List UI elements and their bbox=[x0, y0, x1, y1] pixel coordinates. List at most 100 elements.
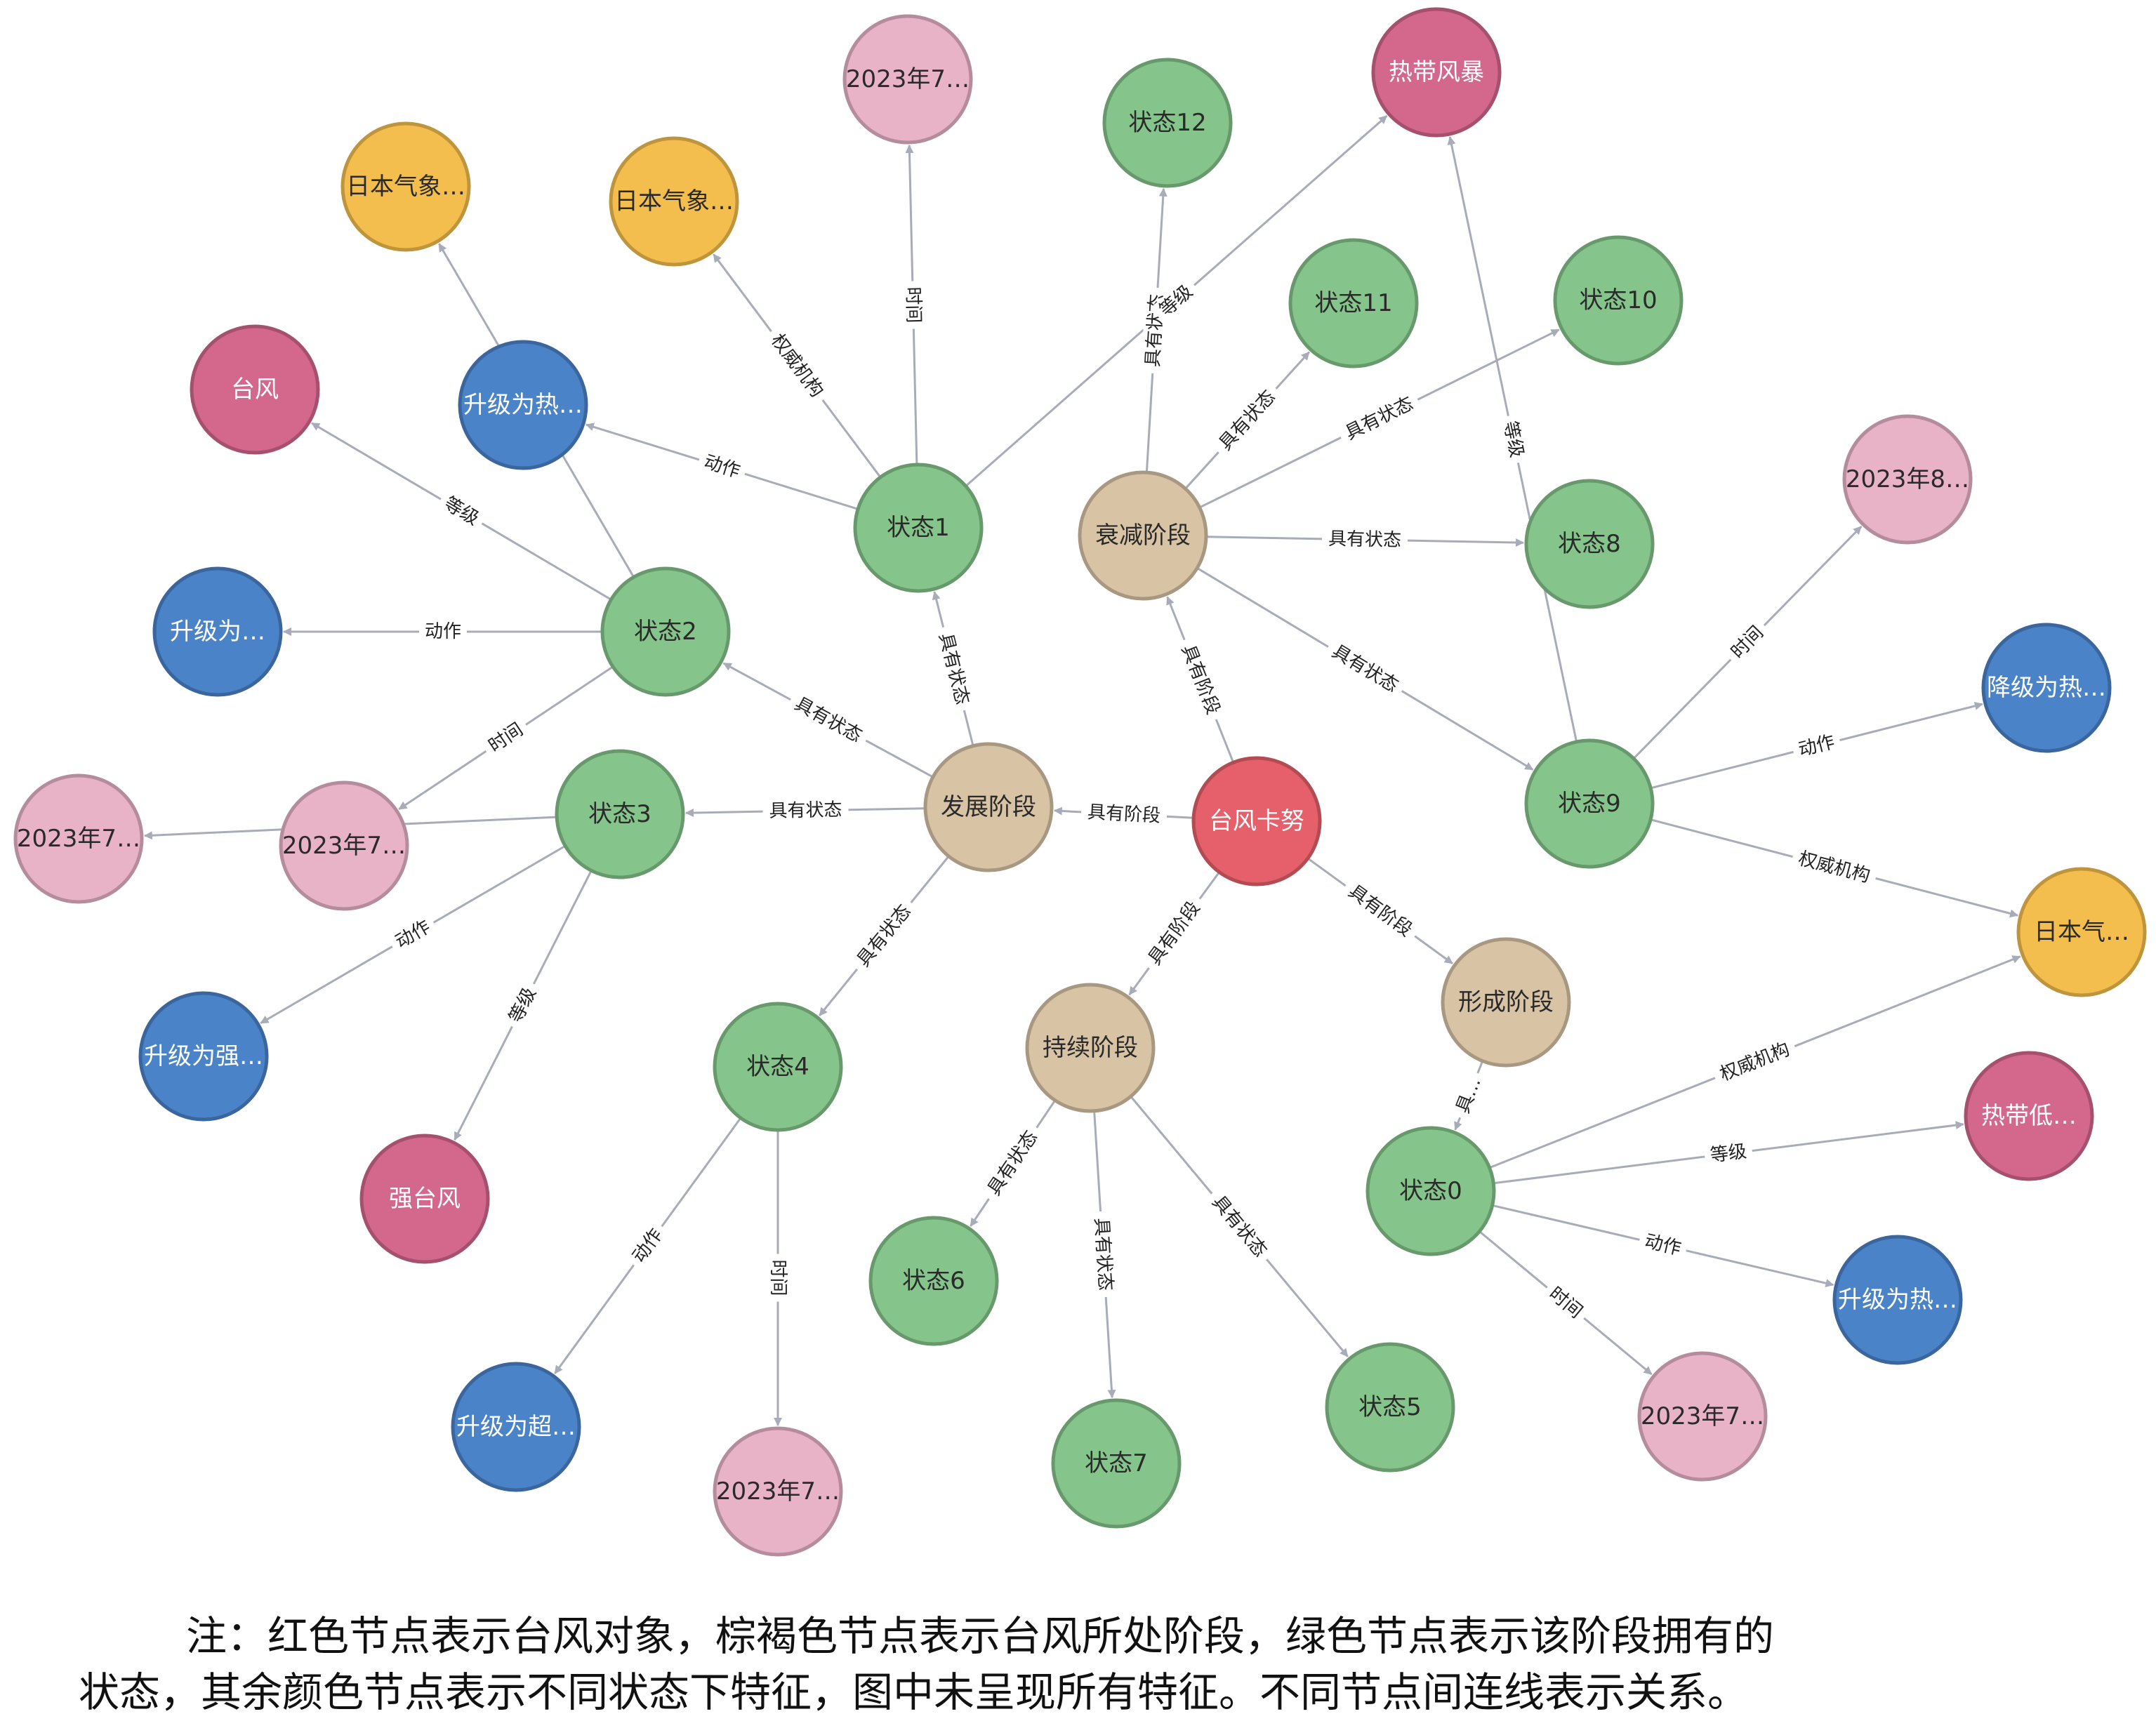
edge-label-group: 权威机构 bbox=[762, 324, 833, 408]
node-circle[interactable] bbox=[1637, 1351, 1768, 1482]
graph-node-t_s2[interactable]: 2023年7… bbox=[279, 780, 409, 911]
node-circle[interactable] bbox=[152, 566, 283, 697]
node-circle[interactable] bbox=[359, 1134, 490, 1264]
graph-node-t_s9[interactable]: 2023年8… bbox=[1842, 414, 1973, 545]
graph-node-t_s4[interactable]: 2023年7… bbox=[713, 1426, 843, 1557]
node-circle[interactable] bbox=[1964, 1051, 2094, 1181]
graph-node-s3[interactable]: 状态3 bbox=[555, 749, 685, 879]
node-circle[interactable] bbox=[853, 463, 984, 593]
graph-node-typhoon[interactable]: 台风卡努 bbox=[1191, 756, 1322, 886]
edge-label: 等级 bbox=[1709, 1141, 1747, 1167]
node-circle[interactable] bbox=[1524, 738, 1655, 869]
node-label: 日本气… bbox=[2034, 918, 2129, 946]
graph-node-gr_typhoon[interactable]: 台风 bbox=[190, 324, 320, 455]
node-circle[interactable] bbox=[1553, 235, 1684, 366]
node-circle[interactable] bbox=[1288, 238, 1419, 368]
node-circle[interactable] bbox=[1441, 937, 1571, 1068]
graph-node-gr_storm[interactable]: 热带风暴 bbox=[1371, 7, 1502, 138]
node-circle[interactable] bbox=[842, 14, 973, 145]
node-circle[interactable] bbox=[458, 340, 588, 470]
graph-node-s6[interactable]: 状态6 bbox=[868, 1216, 999, 1346]
graph-node-s12[interactable]: 状态12 bbox=[1102, 58, 1233, 188]
node-circle[interactable] bbox=[340, 121, 471, 252]
node-circle[interactable] bbox=[1102, 58, 1233, 188]
node-circle[interactable] bbox=[279, 780, 409, 911]
graph-node-s9[interactable]: 状态9 bbox=[1524, 738, 1655, 869]
graph-node-s7[interactable]: 状态7 bbox=[1051, 1398, 1182, 1529]
graph-node-ac_s0[interactable]: 升级为热… bbox=[1832, 1235, 1963, 1365]
node-label: 强台风 bbox=[389, 1185, 461, 1213]
edge-label-group: 具有状态 bbox=[1322, 636, 1408, 701]
graph-node-ag_s2[interactable]: 日本气象… bbox=[340, 121, 471, 252]
node-label: 状态5 bbox=[1358, 1393, 1422, 1421]
node-circle[interactable] bbox=[1832, 1235, 1963, 1365]
node-circle[interactable] bbox=[1191, 756, 1322, 886]
graph-node-s2[interactable]: 状态2 bbox=[600, 566, 731, 697]
graph-node-s10[interactable]: 状态10 bbox=[1553, 235, 1684, 366]
edge-label-background bbox=[1173, 635, 1228, 724]
node-circle[interactable] bbox=[13, 773, 144, 904]
node-circle[interactable] bbox=[1078, 470, 1208, 601]
edge-label-background bbox=[1790, 729, 1843, 764]
edge-label: 具有状态 bbox=[934, 631, 972, 707]
graph-node-ac_s3[interactable]: 升级为强… bbox=[138, 991, 269, 1122]
node-circle[interactable] bbox=[1371, 7, 1502, 138]
node-circle[interactable] bbox=[1842, 414, 1973, 545]
edge-label-background bbox=[762, 797, 849, 824]
edge-label: 具有状态 bbox=[1208, 1192, 1271, 1261]
graph-node-s0[interactable]: 状态0 bbox=[1365, 1126, 1496, 1256]
node-circle[interactable] bbox=[1981, 623, 2112, 753]
graph-node-s11[interactable]: 状态11 bbox=[1288, 238, 1419, 368]
graph-node-stage_decay[interactable]: 衰减阶段 bbox=[1078, 470, 1208, 601]
node-circle[interactable] bbox=[923, 742, 1054, 872]
node-circle[interactable] bbox=[451, 1362, 581, 1492]
edge-label-background bbox=[1790, 845, 1879, 890]
graph-node-t_s0[interactable]: 2023年7… bbox=[1637, 1351, 1768, 1482]
graph-node-s4[interactable]: 状态4 bbox=[713, 1002, 843, 1132]
node-circle[interactable] bbox=[609, 136, 739, 267]
edge-label: 具有状态 bbox=[1328, 529, 1402, 551]
node-circle[interactable] bbox=[600, 566, 731, 697]
node-circle[interactable] bbox=[713, 1002, 843, 1132]
node-circle[interactable] bbox=[190, 324, 320, 455]
node-circle[interactable] bbox=[1365, 1126, 1496, 1256]
graph-node-s1[interactable]: 状态1 bbox=[853, 463, 984, 593]
graph-node-t_s3[interactable]: 2023年7… bbox=[13, 773, 144, 904]
graph-node-gr_low[interactable]: 热带低… bbox=[1964, 1051, 2094, 1181]
graph-node-gr_strong[interactable]: 强台风 bbox=[359, 1134, 490, 1264]
node-circle[interactable] bbox=[138, 991, 269, 1122]
graph-node-ac_s2b[interactable]: 升级为… bbox=[152, 566, 283, 697]
figure-caption: 注：红色节点表示台风对象，棕褐色节点表示台风所处阶段，绿色节点表示该阶段拥有的 … bbox=[0, 1593, 2156, 1720]
graph-node-t_s1[interactable]: 2023年7… bbox=[842, 14, 973, 145]
edge-label-group: 时间 bbox=[766, 1254, 790, 1302]
caption-line-1: 注：红色节点表示台风对象，棕褐色节点表示台风所处阶段，绿色节点表示该阶段拥有的 bbox=[186, 1612, 1775, 1660]
graph-node-stage_form[interactable]: 形成阶段 bbox=[1441, 937, 1571, 1068]
graph-node-ag_s1[interactable]: 日本气象… bbox=[609, 136, 739, 267]
graph-node-ag_s9[interactable]: 日本气… bbox=[2016, 867, 2147, 997]
node-label: 发展阶段 bbox=[941, 793, 1036, 821]
edge-label-background bbox=[766, 1254, 790, 1302]
edge-label-group: 等级 bbox=[1703, 1138, 1754, 1169]
edge-label-background bbox=[1703, 1138, 1754, 1169]
edge-label-group: 具有阶段 bbox=[1139, 891, 1210, 976]
node-circle[interactable] bbox=[555, 749, 685, 879]
node-circle[interactable] bbox=[2016, 867, 2147, 997]
node-label: 2023年8… bbox=[1846, 465, 1969, 493]
node-circle[interactable] bbox=[1524, 479, 1655, 609]
graph-node-ac_s4[interactable]: 升级为超… bbox=[451, 1362, 581, 1492]
node-circle[interactable] bbox=[1325, 1342, 1455, 1473]
node-circle[interactable] bbox=[868, 1216, 999, 1346]
graph-node-s8[interactable]: 状态8 bbox=[1524, 479, 1655, 609]
node-circle[interactable] bbox=[1025, 983, 1156, 1113]
edge-label: 权威机构 bbox=[767, 330, 827, 401]
node-circle[interactable] bbox=[1051, 1398, 1182, 1529]
edge-label-group: 具有状态 bbox=[847, 895, 920, 977]
graph-node-s5[interactable]: 状态5 bbox=[1325, 1342, 1455, 1473]
edge-label-background bbox=[435, 489, 489, 534]
graph-node-stage_sustain[interactable]: 持续阶段 bbox=[1025, 983, 1156, 1113]
node-circle[interactable] bbox=[713, 1426, 843, 1557]
graph-node-ac_s9[interactable]: 降级为热… bbox=[1981, 623, 2112, 753]
graph-node-ac_s2a[interactable]: 升级为热… bbox=[458, 340, 588, 470]
graph-node-stage_dev[interactable]: 发展阶段 bbox=[923, 742, 1054, 872]
